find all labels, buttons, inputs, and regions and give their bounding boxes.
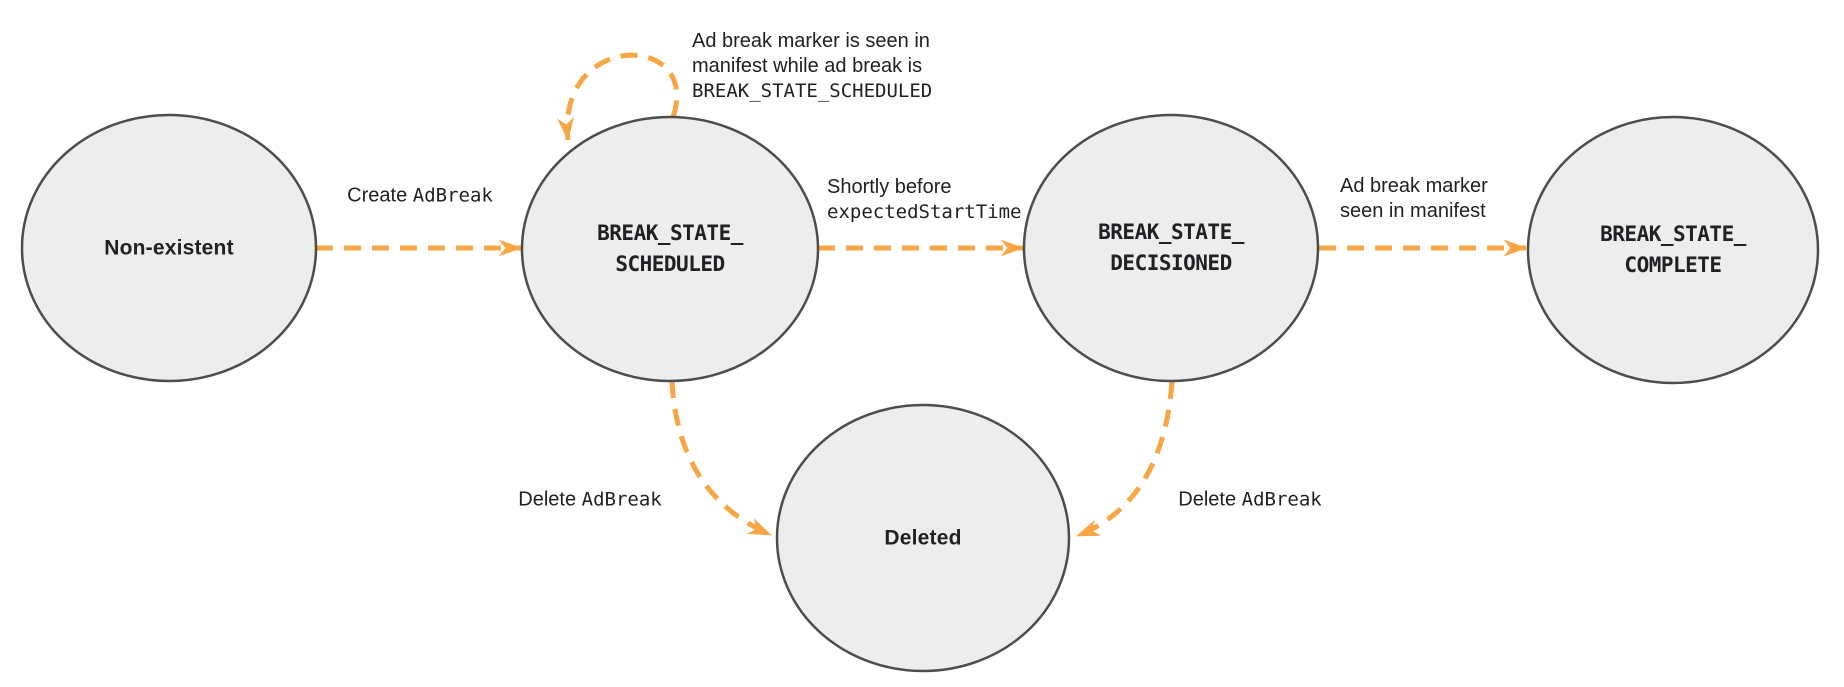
- edge-label-delete-from-decisioned: Delete AdBreak: [1178, 488, 1321, 513]
- edge-label-line: Shortly before: [827, 176, 952, 198]
- node-break-state-complete: [1526, 115, 1820, 385]
- state-name-line: COMPLETE: [1624, 253, 1722, 277]
- edge-label-delete-from-scheduled: Delete AdBreak: [518, 488, 661, 513]
- edge-label-to-complete: Ad break marker seen in manifest: [1340, 174, 1488, 224]
- edge-delete-from-scheduled: [669, 380, 772, 538]
- node-label-non-existent: Non-existent: [104, 236, 234, 260]
- edge-label-line: Ad break marker: [1340, 175, 1488, 197]
- edge-label-code: BREAK_STATE_SCHEDULED: [692, 80, 933, 102]
- edge-label-code: AdBreak: [581, 488, 662, 511]
- node-label-break-state-decisioned: BREAK_STATE_ DECISIONED: [1098, 217, 1244, 279]
- edge-label-action: Create: [347, 184, 408, 207]
- state-name-line: BREAK_STATE_: [1600, 222, 1746, 246]
- edge-delete-from-decisioned: [1076, 381, 1175, 539]
- state-name-line: BREAK_STATE_: [1098, 220, 1244, 244]
- state-name-line: DECISIONED: [1110, 251, 1232, 275]
- node-label-break-state-complete: BREAK_STATE_ COMPLETE: [1600, 219, 1746, 281]
- edge-label-code: AdBreak: [412, 184, 493, 207]
- node-non-existent: [20, 113, 318, 383]
- edge-label-action: Delete: [1178, 488, 1237, 511]
- edge-label-to-decisioned: Shortly before expectedStartTime: [827, 175, 1021, 225]
- edge-label-action: Delete: [518, 488, 577, 511]
- edge-label-create-adbreak: Create AdBreak: [347, 184, 493, 209]
- edge-label-code: expectedStartTime: [827, 201, 1022, 223]
- state-name-line: SCHEDULED: [615, 252, 725, 276]
- node-deleted: [775, 403, 1071, 673]
- node-label-break-state-scheduled: BREAK_STATE_ SCHEDULED: [597, 218, 743, 280]
- node-break-state-scheduled: [520, 115, 820, 383]
- edge-self-loop-marker-seen: [557, 52, 680, 141]
- edge-label-line: Ad break marker is seen in: [692, 30, 930, 52]
- edge-label-code: AdBreak: [1241, 488, 1322, 511]
- edge-label-line: seen in manifest: [1340, 200, 1486, 222]
- node-label-deleted: Deleted: [884, 526, 962, 550]
- node-break-state-decisioned: [1022, 113, 1320, 383]
- edge-label-line: manifest while ad break is: [692, 55, 923, 77]
- state-name-line: BREAK_STATE_: [597, 221, 743, 245]
- edge-label-self-loop: Ad break marker is seen in manifest whil…: [692, 29, 932, 104]
